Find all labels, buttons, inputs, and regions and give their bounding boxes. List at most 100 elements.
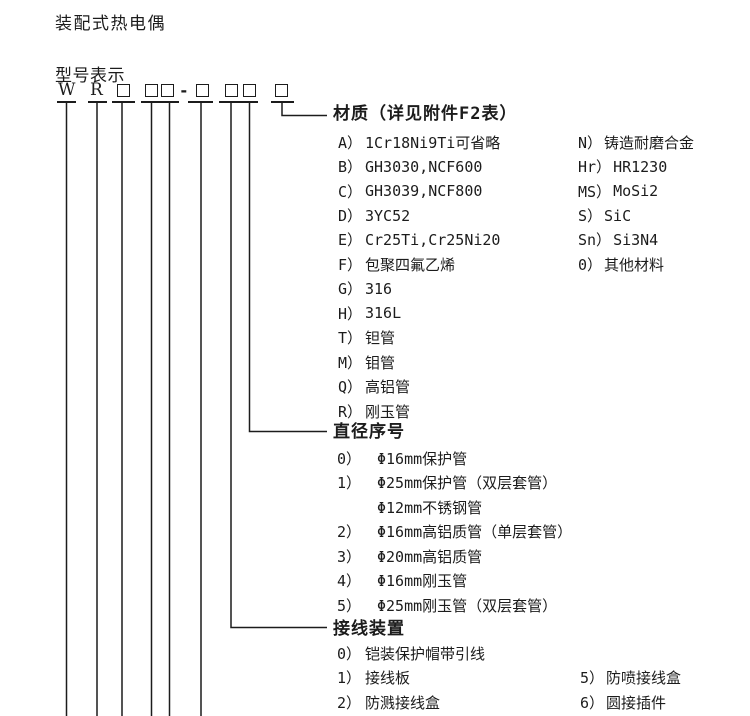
item-text: 接线板 [365, 669, 411, 688]
code-box-4 [196, 84, 209, 97]
item-text: HR1230 [613, 157, 668, 176]
material-item: 0） 其他材料 [578, 252, 694, 276]
item-code: 4） [337, 572, 362, 591]
item-text: Φ12mm不锈钢管 [377, 498, 483, 517]
item-code: 6） [580, 693, 605, 712]
item-code: N） [578, 133, 603, 152]
code-box-3 [161, 84, 174, 97]
material-item: M） 钼管 [338, 350, 500, 374]
code-underline [219, 101, 258, 103]
item-code: 0） [337, 449, 362, 468]
diameter-item: 4） Φ16mm刚玉管 [337, 569, 572, 594]
material-item: Hr） HR1230 [578, 154, 694, 178]
model-designation-label: 型号表示 [55, 66, 125, 86]
item-code: R） [338, 402, 363, 421]
terminal-item: 0） 铠装保护帽带引线 [337, 641, 485, 666]
material-item: S） SiC [578, 203, 694, 227]
item-text: GH3030,NCF600 [365, 157, 483, 176]
item-code: 3） [337, 547, 362, 566]
item-text: Si3N4 [613, 230, 659, 249]
item-text: 钽管 [365, 329, 396, 348]
code-underline [57, 101, 76, 103]
item-text: MoSi2 [613, 182, 659, 201]
item-text: 其他材料 [604, 255, 665, 274]
item-code: S） [578, 207, 603, 226]
diameter-item: 0） Φ16mm保护管 [337, 446, 572, 471]
item-text: Cr25Ti,Cr25Ni20 [365, 230, 501, 249]
diameter-item: Φ12mm不锈钢管 [337, 495, 572, 520]
terminal-connector-line [230, 103, 327, 629]
item-code: F） [338, 255, 363, 274]
item-text: 防喷接线盒 [606, 669, 682, 688]
item-code: C） [338, 182, 363, 201]
code-underline [112, 101, 135, 103]
item-text: 铸造耐磨合金 [604, 133, 695, 152]
item-text: 圆接插件 [606, 693, 667, 712]
code-letter-r: R [90, 80, 103, 100]
diameter-list: 0） Φ16mm保护管 1） Φ25mm保护管（双层套管） Φ12mm不锈钢管 … [337, 446, 572, 618]
item-code: 5） [337, 596, 362, 615]
item-text: Φ25mm刚玉管（双层套管） [377, 596, 558, 615]
terminal-section-title: 接线装置 [333, 619, 405, 639]
item-code: 1） [337, 474, 362, 493]
item-text: 1Cr18Ni9Ti可省略 [365, 133, 501, 152]
item-text: 高铝管 [365, 378, 411, 397]
code-box-1 [117, 84, 130, 97]
diameter-item: 5） Φ25mm刚玉管（双层套管） [337, 593, 572, 618]
item-text: SiC [604, 206, 632, 225]
item-text: GH3039,NCF800 [365, 182, 483, 201]
item-text: Φ25mm保护管（双层套管） [377, 474, 558, 493]
code-box-5 [225, 84, 238, 97]
material-item: E） Cr25Ti,Cr25Ni20 [338, 228, 500, 252]
item-code: B） [338, 158, 363, 177]
item-text: 3YC52 [365, 206, 411, 225]
item-code: 2） [337, 523, 362, 542]
item-code: Sn） [578, 231, 612, 250]
material-item: Sn） Si3N4 [578, 228, 694, 252]
material-left-list: A） 1Cr18Ni9Ti可省略 B） GH3030,NCF600 C） GH3… [338, 130, 500, 423]
material-item: R） 刚玉管 [338, 399, 500, 423]
diameter-item: 1） Φ25mm保护管（双层套管） [337, 471, 572, 496]
diameter-connector-line [248, 103, 327, 433]
material-item: B） GH3030,NCF600 [338, 154, 500, 178]
item-text: Φ16mm高铝质管（单层套管） [377, 523, 573, 542]
terminal-right-list: 5） 防喷接线盒 6） 圆接插件 [580, 666, 681, 715]
item-code: A） [338, 133, 363, 152]
material-item: G） 316 [338, 277, 500, 301]
item-code: 0） [578, 255, 603, 274]
material-item: F） 包聚四氟乙烯 [338, 252, 500, 276]
code-underline [188, 101, 213, 103]
terminal-item: 2） 防溅接线盒 [337, 690, 485, 715]
code-underline [271, 101, 294, 103]
item-text: 316 [365, 279, 393, 298]
item-code: Q） [338, 378, 363, 397]
item-code: H） [338, 304, 363, 323]
code-box-7 [275, 84, 288, 97]
item-text: 316L [365, 304, 402, 323]
item-code: D） [338, 207, 363, 226]
material-item: T） 钽管 [338, 326, 500, 350]
item-text: 钼管 [365, 353, 396, 372]
item-text: Φ20mm高铝质管 [377, 547, 483, 566]
item-code: 2） [337, 693, 362, 712]
page-title: 装配式热电偶 [55, 14, 166, 34]
item-text: Φ16mm保护管 [377, 449, 468, 468]
item-text: 铠装保护帽带引线 [365, 644, 486, 663]
item-code: E） [338, 231, 363, 250]
item-code: 5） [580, 669, 605, 688]
item-code: M） [338, 353, 363, 372]
material-item: A） 1Cr18Ni9Ti可省略 [338, 130, 500, 154]
item-code: Hr） [578, 158, 612, 177]
material-right-list: N） 铸造耐磨合金 Hr） HR1230 MS） MoSi2 S） SiC Sn… [578, 130, 694, 277]
code-box-2 [145, 84, 158, 97]
material-connector-line [281, 103, 327, 117]
code-box-6 [243, 84, 256, 97]
code-dash: - [179, 81, 189, 100]
material-item: Q） 高铝管 [338, 374, 500, 398]
terminal-item: 1） 接线板 [337, 666, 485, 691]
item-text: 包聚四氟乙烯 [365, 255, 456, 274]
item-code: T） [338, 329, 363, 348]
code-letter-w: W [58, 80, 76, 100]
terminal-item: 6） 圆接插件 [580, 690, 681, 715]
